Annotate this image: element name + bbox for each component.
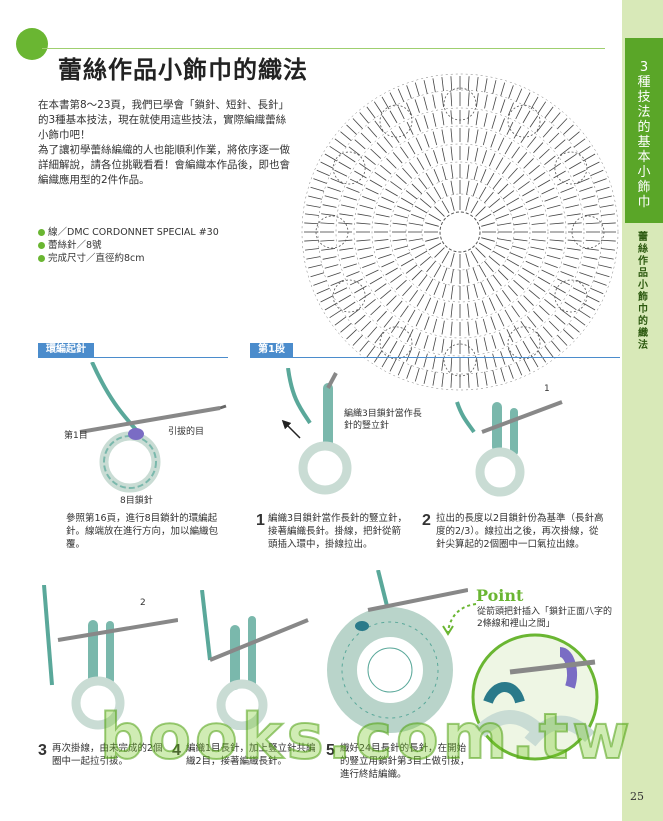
step-number-4: 4 bbox=[172, 742, 181, 759]
point-caption: 從箭頭把針插入「鎖針正面八字的2條線和裡山之間」 bbox=[477, 607, 613, 629]
caption-step-4: 編織1目長針，加上豎立針共編織2目，接著編織長針。 bbox=[186, 743, 316, 767]
bullet-icon bbox=[38, 229, 45, 236]
arrow-label-1: 1 bbox=[544, 384, 550, 394]
label-chain3-note: 編織3目鎖針當作長針的豎立針 bbox=[344, 409, 422, 431]
page-title: 蕾絲作品小飾巾的織法 bbox=[58, 55, 308, 84]
doily-chart bbox=[300, 72, 620, 396]
step-number-5: 5 bbox=[326, 742, 335, 759]
section-label-round1: 第1段 bbox=[250, 343, 293, 357]
title-dot-icon bbox=[16, 28, 48, 60]
illustration-ring-start bbox=[70, 362, 230, 512]
step-number-3: 3 bbox=[38, 742, 47, 759]
step-number-1: 1 bbox=[256, 512, 265, 529]
chapter-sub-label: 蕾絲作品小飾巾的織法 bbox=[638, 232, 648, 351]
label-pull-through: 引拔的目 bbox=[168, 427, 205, 437]
label-eight-chains: 8目鎖針 bbox=[120, 496, 153, 506]
material-item: 蕾絲針／8號 bbox=[38, 239, 219, 252]
arrow-label-2: 2 bbox=[140, 598, 146, 608]
section-underline bbox=[38, 357, 228, 358]
material-item: 線／DMC CORDONNET SPECIAL #30 bbox=[38, 226, 219, 239]
chapter-tab-label: 3種技法的基本小飾巾 bbox=[637, 60, 651, 210]
caption-ring: 參照第16頁，進行8目鎖針的環編起針。線端放在進行方向，加以編織包覆。 bbox=[66, 513, 219, 550]
intro-paragraph-1: 在本書第8〜23頁，我們已學會「鎖針、短針、長針」的3種基本技法，現在就使用這些… bbox=[38, 99, 290, 141]
materials-list: 線／DMC CORDONNET SPECIAL #30 蕾絲針／8號 完成尺寸／… bbox=[38, 226, 219, 265]
caption-step-1: 編織3目鎖針當作長針的豎立針，接著編織長針。掛線，把針從箭頭插入環中，掛線拉出。 bbox=[268, 513, 408, 550]
point-closeup bbox=[470, 632, 600, 762]
bullet-icon bbox=[38, 255, 45, 262]
step-number-2: 2 bbox=[422, 512, 431, 529]
page-number: 25 bbox=[630, 790, 644, 803]
title-underline bbox=[42, 48, 605, 49]
caption-step-3: 再次掛線，由未完成的2個圈中一起拉引拔。 bbox=[52, 743, 163, 767]
intro-text: 在本書第8〜23頁，我們已學會「鎖針、短針、長針」的3種基本技法，現在就使用這些… bbox=[38, 98, 290, 188]
section-underline bbox=[250, 357, 620, 358]
illustration-step-4 bbox=[190, 590, 310, 730]
illustration-step-3 bbox=[38, 585, 178, 730]
illustration-step-1 bbox=[270, 368, 400, 503]
label-first-stitch: 第1目 bbox=[64, 431, 88, 441]
watermark: books.com.tw bbox=[99, 699, 634, 774]
point-arrow bbox=[440, 596, 480, 636]
point-title: Point bbox=[476, 586, 524, 605]
caption-step-2: 拉出的長度以2目鎖針份為基準（長針高度的2/3）。線拉出之後，再次掛線，從針尖算… bbox=[436, 513, 604, 550]
caption-step-5: 織好24目長針的長針，在開始的豎立用鎖針第3目上做引拔，進行終結編織。 bbox=[340, 743, 470, 780]
material-item: 完成尺寸／直徑約8cm bbox=[38, 252, 219, 265]
illustration-step-2 bbox=[452, 382, 572, 502]
bullet-icon bbox=[38, 242, 45, 249]
illustration-step-5 bbox=[318, 570, 468, 740]
chapter-tab[interactable] bbox=[625, 38, 663, 223]
section-label-ring: 環編起針 bbox=[38, 343, 94, 357]
intro-paragraph-2: 為了讓初學蕾絲編織的人也能順利作業，將依序逐一做詳細解說，請各位挑戰看看！會編織… bbox=[38, 144, 290, 186]
